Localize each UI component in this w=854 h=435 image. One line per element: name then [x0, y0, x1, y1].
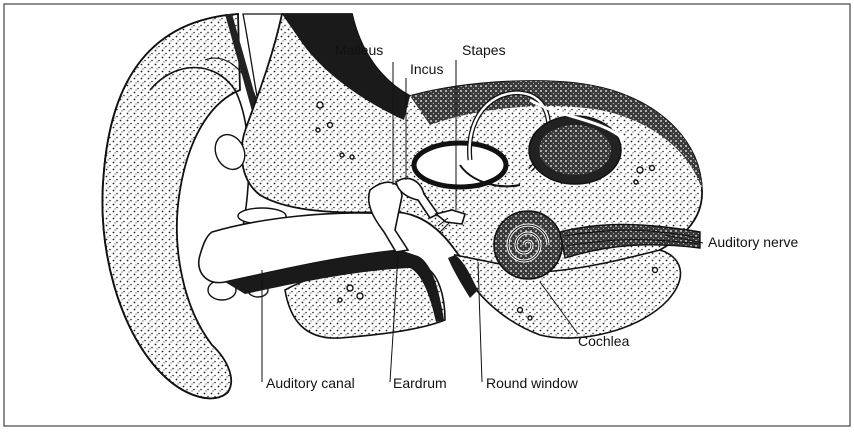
label-stapes: Stapes — [462, 42, 506, 58]
label-incus: Incus — [410, 61, 443, 77]
label-cochlea: Cochlea — [578, 333, 630, 349]
pinna — [102, 14, 282, 398]
label-malleus: Malleus — [335, 42, 383, 58]
label-round-window: Round window — [486, 375, 579, 391]
label-auditory-nerve: Auditory nerve — [708, 234, 798, 250]
label-eardrum: Eardrum — [393, 375, 447, 391]
cochlea-spiral — [494, 211, 562, 279]
label-auditory-canal: Auditory canal — [266, 375, 355, 391]
